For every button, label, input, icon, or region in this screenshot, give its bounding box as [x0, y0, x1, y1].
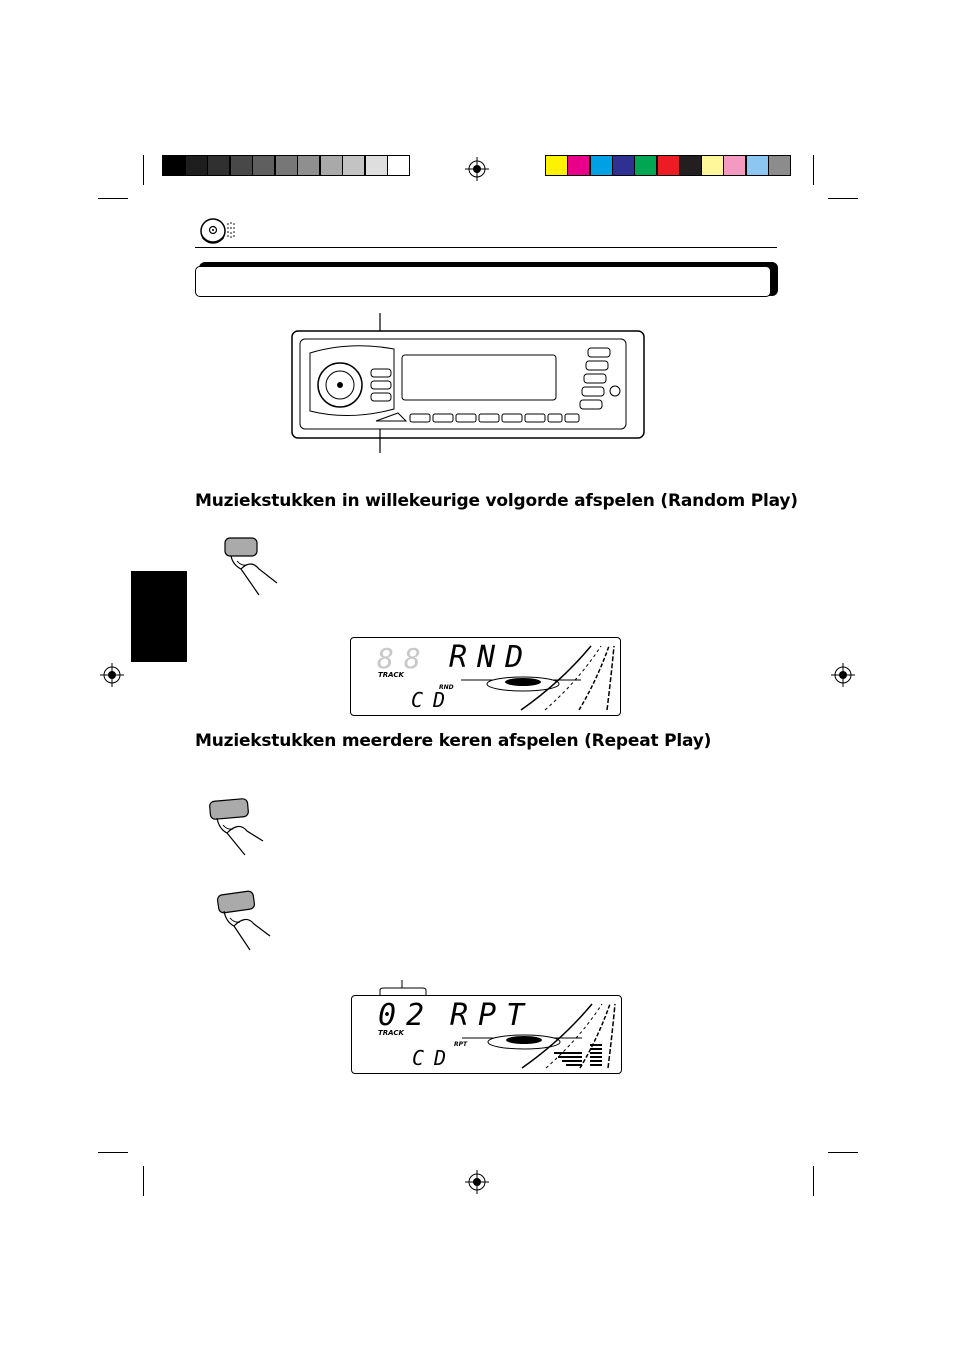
lcd-track-label: TRACK — [378, 1029, 404, 1037]
track-number-bracket — [379, 980, 427, 998]
grayscale-swatch — [342, 155, 365, 176]
finger-press-button-icon — [209, 798, 264, 856]
lcd-display-repeat: 02 RPT TRACK RPT CD — [351, 995, 622, 1074]
color-swatch — [634, 155, 658, 176]
grayscale-swatch — [162, 155, 185, 176]
registration-mark-icon — [465, 1170, 489, 1194]
lcd-display-random: 88 RND TRACK RND CD — [350, 637, 621, 716]
lcd-road-graphic-icon — [461, 645, 615, 711]
grayscale-swatch — [184, 155, 208, 176]
crop-mark — [98, 198, 128, 199]
finger-press-button-icon — [216, 890, 271, 951]
crop-mark — [813, 155, 814, 185]
color-swatch — [701, 155, 725, 176]
language-side-tab — [131, 571, 187, 662]
crop-mark — [828, 198, 858, 199]
crop-mark — [813, 1166, 814, 1196]
lcd-track-label: TRACK — [378, 671, 404, 679]
lcd-source: CD — [412, 1046, 457, 1070]
color-swatch — [656, 155, 680, 176]
crop-mark — [143, 155, 144, 185]
registration-mark-icon — [100, 663, 124, 687]
title-box — [195, 266, 771, 297]
crop-mark — [143, 1166, 144, 1196]
crop-mark — [828, 1152, 858, 1153]
color-swatch — [723, 155, 747, 176]
car-stereo-faceplate-illustration — [291, 313, 645, 453]
lcd-ghost-digits: 88 — [377, 642, 431, 675]
repeat-play-heading-paren: (Repeat Play) — [584, 731, 712, 751]
color-swatch — [567, 155, 591, 176]
repeat-play-heading-text: Muziekstukken meerdere keren afspelen — [195, 731, 579, 751]
color-swatch — [768, 155, 791, 176]
color-swatch — [745, 155, 769, 176]
lcd-main-text: RPT — [450, 998, 535, 1033]
lcd-mode-indicator: RPT — [454, 1041, 468, 1048]
random-play-heading-text: Muziekstukken in willekeurige volgorde a… — [195, 491, 655, 511]
crop-mark — [98, 1152, 128, 1153]
grayscale-swatch — [387, 155, 410, 176]
random-play-heading-paren: (Random Play) — [660, 491, 798, 511]
lcd-track-number: 02 — [378, 998, 435, 1033]
repeat-play-heading: Muziekstukken meerdere keren afspelen (R… — [195, 731, 711, 751]
grayscale-swatch — [274, 155, 298, 176]
color-swatch — [611, 155, 635, 176]
lcd-main-text: RND — [449, 640, 534, 675]
lcd-road-graphic-icon — [462, 1003, 616, 1069]
lcd-source: CD — [411, 688, 456, 712]
random-play-heading: Muziekstukken in willekeurige volgorde a… — [195, 491, 798, 511]
lcd-mode-indicator: RND — [439, 684, 454, 691]
registration-mark-icon — [465, 157, 489, 181]
registration-mark-icon — [831, 663, 855, 687]
grayscale-swatch — [364, 155, 388, 176]
finger-press-button-icon — [224, 537, 278, 596]
header-rule — [195, 247, 777, 248]
grayscale-swatch — [207, 155, 230, 176]
cd-disc-icon — [200, 218, 235, 244]
color-swatch — [545, 155, 568, 176]
color-swatch — [678, 155, 702, 176]
grayscale-swatch — [297, 155, 320, 176]
grayscale-swatch — [252, 155, 275, 176]
grayscale-swatch — [229, 155, 253, 176]
color-swatch — [589, 155, 613, 176]
grayscale-swatch — [319, 155, 343, 176]
